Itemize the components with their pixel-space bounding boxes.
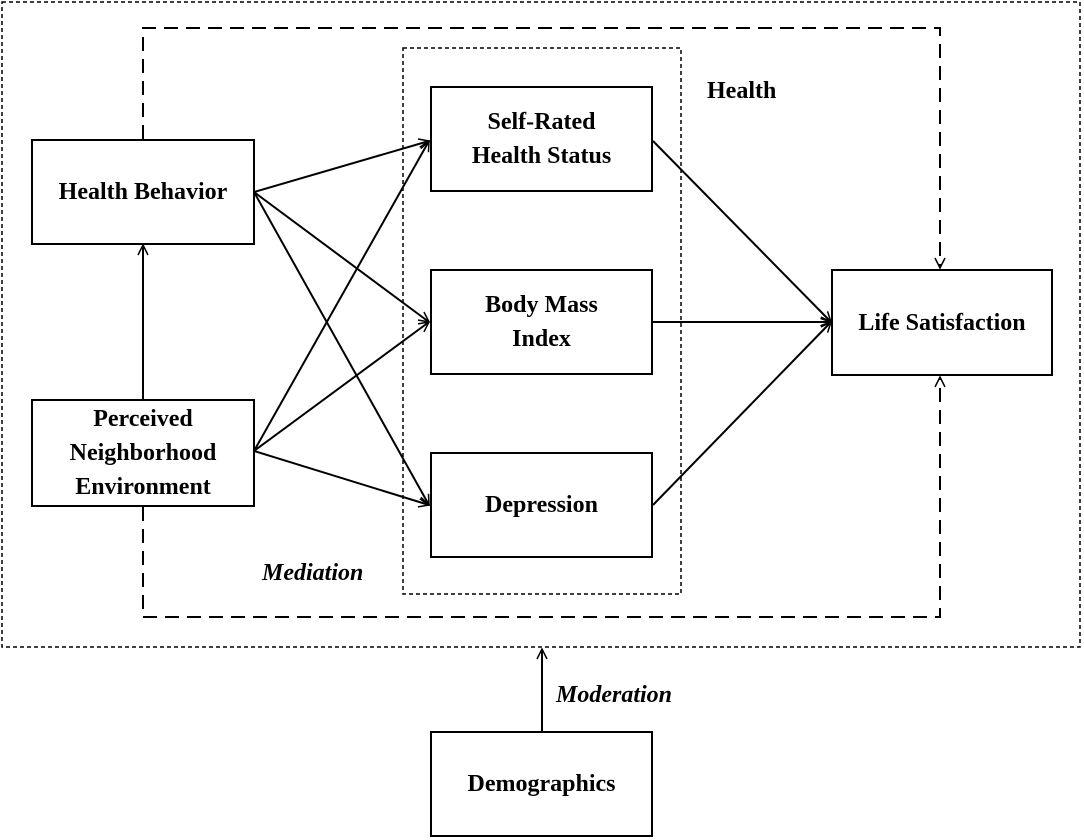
- arrow-environment-to-self-rated: [253, 141, 430, 452]
- node-perceived-environment: Perceived Neighborhood Environment: [31, 399, 255, 507]
- node-bmi: Body Mass Index: [430, 269, 653, 375]
- node-life-satisfaction-label: Life Satisfaction: [858, 309, 1026, 336]
- moderation-frame: [1, 1, 1081, 648]
- mediation-path-top: [142, 27, 940, 268]
- arrow-self-rated-to-life: [652, 140, 831, 322]
- mediation-path-bottom: [142, 377, 940, 618]
- node-demographics-label: Demographics: [467, 771, 616, 797]
- mediation-label: Mediation: [262, 560, 364, 586]
- node-life-satisfaction: Life Satisfaction: [831, 269, 1053, 376]
- node-depression: Depression: [430, 452, 653, 558]
- arrow-behavior-to-depression: [253, 191, 430, 505]
- arrow-environment-to-depression: [253, 450, 429, 505]
- health-group-label: Health: [707, 78, 777, 104]
- arrow-behavior-to-self-rated: [253, 141, 429, 193]
- node-health-behavior-label: Health Behavior: [58, 179, 228, 205]
- node-health-behavior: Health Behavior: [31, 139, 255, 245]
- arrow-behavior-to-bmi: [253, 191, 429, 322]
- node-self-rated-health: Self-Rated Health Status: [430, 86, 653, 192]
- node-demographics: Demographics: [430, 731, 653, 837]
- arrow-depression-to-life: [652, 322, 831, 506]
- health-group-frame: [402, 47, 682, 595]
- node-self-rated-health-label: Self-Rated Health Status: [471, 109, 612, 169]
- node-perceived-environment-label: Perceived Neighborhood Environment: [69, 406, 217, 500]
- arrow-environment-to-bmi: [253, 322, 429, 452]
- node-bmi-label: Body Mass Index: [485, 292, 598, 352]
- node-depression-label: Depression: [485, 492, 598, 518]
- moderation-label: Moderation: [556, 682, 673, 708]
